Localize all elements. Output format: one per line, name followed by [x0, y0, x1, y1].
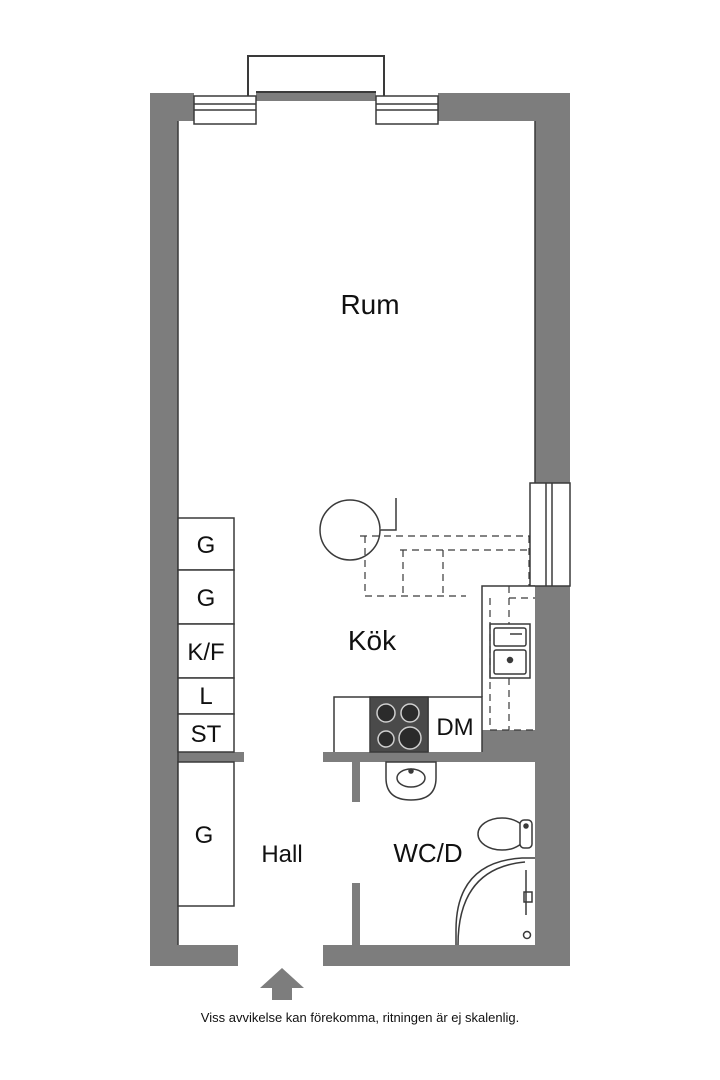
- cabinet-label-linen: L: [199, 683, 212, 710]
- window-top-right: [375, 95, 439, 125]
- toilet: [477, 817, 533, 851]
- walls: [150, 93, 570, 966]
- kitchen-sink: [489, 623, 531, 679]
- entrance-arrow-icon: [260, 968, 304, 1000]
- storage-column: [177, 517, 235, 907]
- window-top-left: [193, 95, 257, 125]
- room-label-wcd: WC/D: [393, 838, 462, 868]
- balcony-outline: [247, 55, 385, 96]
- room-label-hall: Hall: [261, 841, 302, 868]
- cabinet-label-dishwasher: DM: [436, 714, 473, 741]
- room-label-rum: Rum: [340, 289, 399, 320]
- dashed-cabinets: [360, 535, 535, 731]
- cabinet-label-wardrobe-2: G: [197, 585, 216, 612]
- shower: [455, 857, 535, 946]
- cabinet-label-fridge-freezer: K/F: [187, 639, 224, 666]
- room-label-kok: Kök: [348, 625, 397, 656]
- disclaimer-text: Viss avvikelse kan förekomma, ritningen …: [200, 1010, 520, 1025]
- cabinet-label-wardrobe-1: G: [197, 532, 216, 559]
- cabinet-label-cleaning: ST: [191, 721, 222, 748]
- cabinet-label-hall-wardrobe: G: [195, 822, 214, 849]
- washbasin: [385, 761, 437, 801]
- window-right: [529, 482, 571, 587]
- kitchen-counter: [333, 696, 483, 753]
- dining-table: [319, 498, 397, 561]
